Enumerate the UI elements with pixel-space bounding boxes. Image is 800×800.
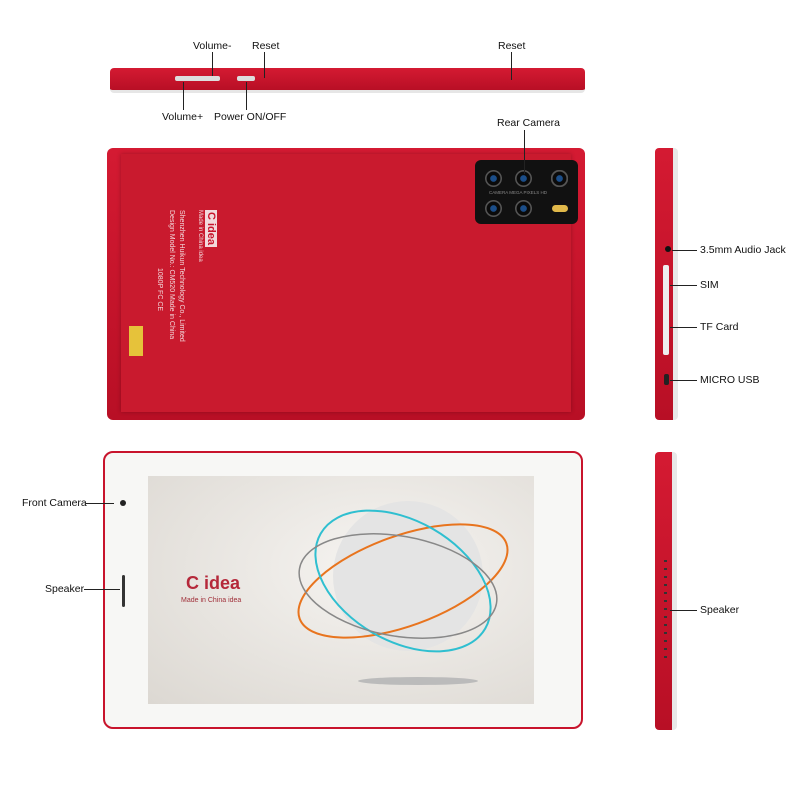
sim-label: SIM <box>700 279 719 291</box>
screen: C idea Made in China idea <box>148 476 534 704</box>
back-company: Shenzhen Huikun Technology Co., Limited <box>178 210 185 342</box>
micro-usb-label: MICRO USB <box>700 374 760 386</box>
screen-tagline: Made in China idea <box>181 597 242 604</box>
flash-icon <box>552 205 568 212</box>
sticker <box>129 326 143 356</box>
speaker-grille <box>122 575 125 607</box>
camera-module: CAMERA MEGA PIXELS HD <box>475 160 578 224</box>
volume-minus-label: Volume- <box>193 40 232 52</box>
back-marks: 1080P FC CE <box>156 268 163 312</box>
power-label: Power ON/OFF <box>214 111 287 123</box>
reset-label-right: Reset <box>498 40 526 52</box>
front-camera-label: Front Camera <box>22 497 87 509</box>
back-brand: C idea <box>205 210 217 248</box>
power-button <box>237 76 255 81</box>
tablet-back: CAMERA MEGA PIXELS HD C idea Made in Chi… <box>107 148 585 420</box>
rear-camera-label: Rear Camera <box>497 117 561 129</box>
tf-card-label: TF Card <box>700 321 739 333</box>
speaker-label-side: Speaker <box>700 604 740 616</box>
globe-graphic <box>297 501 509 685</box>
reset-label: Reset <box>252 40 280 52</box>
volume-button <box>175 76 220 81</box>
back-made-for: Made in China idea <box>197 210 203 262</box>
speaker-label-front: Speaker <box>45 583 85 595</box>
front-camera <box>120 500 126 506</box>
side-speaker-holes <box>664 560 667 660</box>
tablet-front: C idea Made in China idea <box>103 451 583 729</box>
back-model: Design Model No.: CM520 Made in China <box>168 210 175 340</box>
audio-jack-label: 3.5mm Audio Jack <box>700 244 786 256</box>
camera-text: CAMERA MEGA PIXELS HD <box>489 190 548 195</box>
card-slot <box>663 265 669 355</box>
volume-plus-label: Volume+ <box>162 111 204 123</box>
screen-brand: C idea <box>186 573 241 593</box>
